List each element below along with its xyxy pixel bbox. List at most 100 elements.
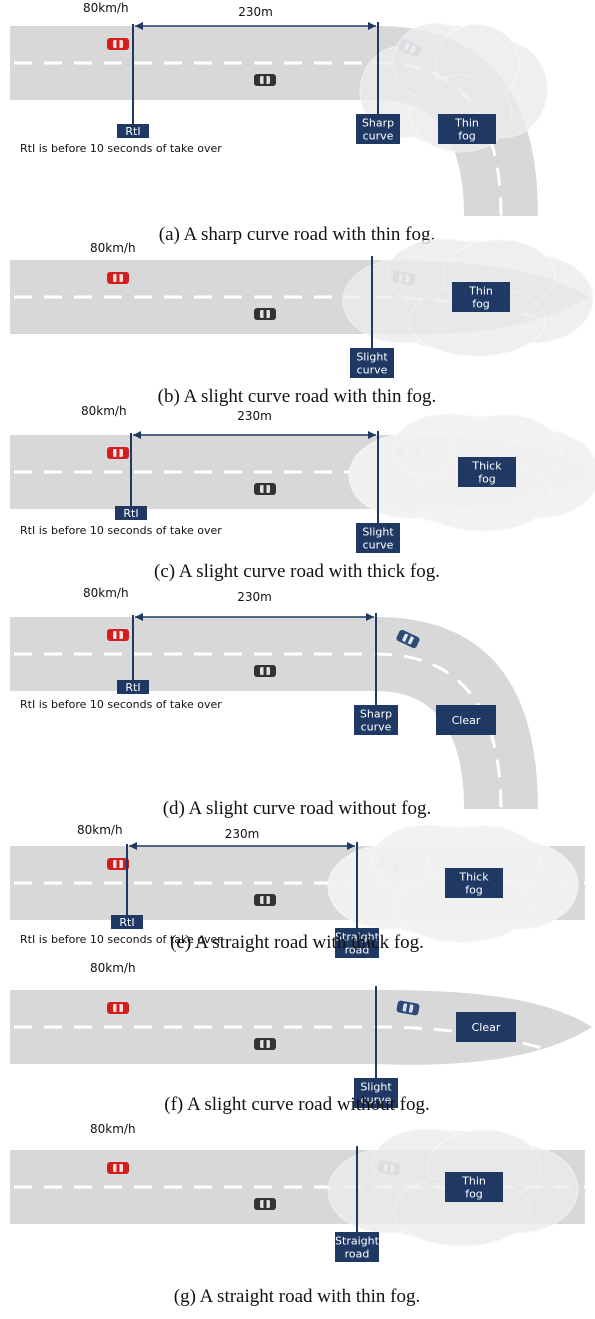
distance-label: 230m <box>237 409 272 423</box>
road-type-label-bg <box>356 114 400 144</box>
weather-label-bg <box>445 1172 503 1202</box>
road-type-label-text: Sharp <box>360 708 392 721</box>
road-type-label-bg <box>335 928 379 958</box>
road-type-label-text: Straight <box>335 931 380 944</box>
rti-box-text: RtI <box>119 916 134 929</box>
rti-note: RtI is before 10 seconds of take over <box>20 698 222 711</box>
lead-car-roof <box>263 485 267 493</box>
distance-label: 230m <box>238 5 273 19</box>
caption: (a) A sharp curve road with thin fog. <box>159 224 435 245</box>
speed-label: 80km/h <box>83 1 129 15</box>
road-type-label-text: Slight <box>356 351 388 364</box>
weather-label-text: Clear <box>472 1021 501 1034</box>
distance-arrowhead-right <box>347 842 355 850</box>
road-type-label-text: curve <box>363 130 394 143</box>
weather-label-text: Thick <box>458 871 489 884</box>
lead-car <box>254 894 276 906</box>
caption: (c) A slight curve road with thick fog. <box>154 561 440 582</box>
lead-car <box>254 665 276 677</box>
weather-label-text: fog <box>478 473 496 486</box>
weather-label-text: fog <box>465 884 483 897</box>
rti-box-bg <box>115 506 147 520</box>
road-type-label-bg <box>354 705 398 735</box>
speed-label: 80km/h <box>81 404 127 418</box>
obstacle-car <box>396 629 420 649</box>
ego-car-roof <box>116 1164 120 1172</box>
lane-marking <box>14 652 503 810</box>
weather-label-text: Thick <box>471 460 502 473</box>
lead-car <box>254 308 276 320</box>
ego-car-roof <box>116 40 120 48</box>
ego-car-roof <box>116 449 120 457</box>
road-type-label-text: road <box>345 944 370 957</box>
ego-car <box>107 447 129 459</box>
distance-arrowhead-left <box>133 431 141 439</box>
weather-label-text: fog <box>465 1188 483 1201</box>
weather-label-bg <box>456 1012 516 1042</box>
weather-label-bg <box>438 114 496 144</box>
lead-car-roof <box>263 896 267 904</box>
road-type-label-text: Slight <box>360 1081 392 1094</box>
road-type-label-text: curve <box>363 539 394 552</box>
caption: (b) A slight curve road with thin fog. <box>158 386 437 407</box>
lead-car <box>254 1038 276 1050</box>
caption: (g) A straight road with thin fog. <box>174 1286 420 1307</box>
ego-car <box>107 1002 129 1014</box>
distance-arrowhead-right <box>368 431 376 439</box>
rti-box-bg <box>117 124 149 138</box>
rti-box-text: RtI <box>125 681 140 694</box>
ego-car <box>107 858 129 870</box>
rti-box-text: RtI <box>123 507 138 520</box>
distance-arrowhead-right <box>366 613 374 621</box>
road-type-label-text: road <box>345 1248 370 1261</box>
road-type-label-bg <box>350 348 394 378</box>
rti-box: RtI <box>117 124 149 138</box>
distance-label: 230m <box>225 827 260 841</box>
weather-label-text: Thin <box>468 285 493 298</box>
ego-car-roof <box>116 860 120 868</box>
lead-car-roof <box>263 667 267 675</box>
obstacle-car-roof <box>405 1003 411 1013</box>
rti-box: RtI <box>111 915 143 929</box>
rti-box-bg <box>111 915 143 929</box>
rti-box-bg <box>117 680 149 694</box>
speed-label: 80km/h <box>83 586 129 600</box>
road <box>10 617 538 810</box>
lead-car-roof <box>263 76 267 84</box>
weather-label-text: Clear <box>452 714 481 727</box>
distance-label: 230m <box>237 590 272 604</box>
ego-car <box>107 629 129 641</box>
ego-car-roof <box>116 274 120 282</box>
distance-arrowhead-left <box>135 613 143 621</box>
distance-arrowhead-right <box>368 22 376 30</box>
ego-car <box>107 272 129 284</box>
lead-car-roof <box>263 1200 267 1208</box>
distance-arrowhead-left <box>129 842 137 850</box>
road-type-label-text: Sharp <box>362 117 394 130</box>
road-type-label-text: curve <box>361 1094 392 1107</box>
rti-note: RtI is before 10 seconds of take over <box>20 524 222 537</box>
rti-box-text: RtI <box>125 125 140 138</box>
rti-box: RtI <box>115 506 147 520</box>
obstacle-car <box>396 1000 420 1016</box>
speed-label: 80km/h <box>90 961 136 975</box>
weather-label-text: fog <box>472 298 490 311</box>
road-type-label-text: Slight <box>362 526 394 539</box>
